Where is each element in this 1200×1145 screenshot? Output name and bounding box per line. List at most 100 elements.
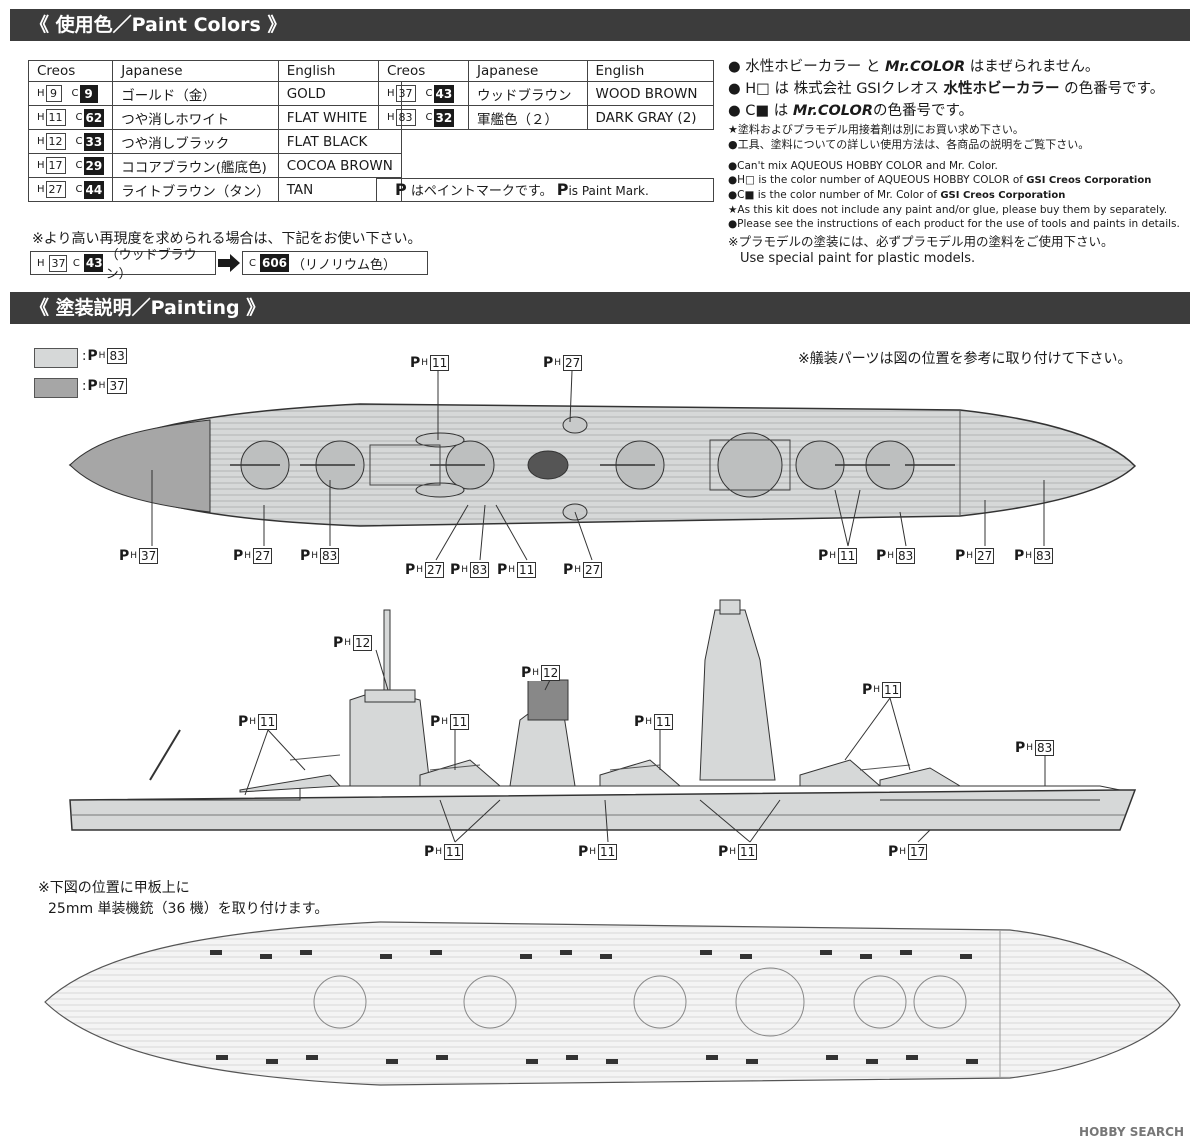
- ship-aa-plan-view: [44, 921, 1181, 1086]
- note-h-number-en: ●H□ is the color number of AQUEOUS HOBBY…: [728, 174, 1152, 186]
- note-mixing: ● 水性ホビーカラー と Mr.COLOR はまぜられません。: [728, 59, 1100, 75]
- swatch-mid-gray: [34, 378, 78, 398]
- japanese-name: ゴールド（金）: [112, 81, 279, 106]
- aa-gun-mark: [600, 954, 612, 959]
- aa-gun-mark: [866, 1059, 878, 1064]
- english-name: DARK GRAY (2): [586, 105, 714, 130]
- header-english: English: [277, 60, 402, 82]
- aa-gun-mark: [606, 1059, 618, 1064]
- aa-gun-mark: [210, 950, 222, 955]
- aa-gun-mark: [746, 1059, 758, 1064]
- aa-gun-mark: [966, 1059, 978, 1064]
- aa-gun-mark: [430, 950, 442, 955]
- aa-gun-mark: [826, 1055, 838, 1060]
- aa-gun-note: ※下図の位置に甲板上に 25mm 単装機銃（36 機）を取り付けます。: [38, 878, 328, 920]
- note-instructions-jp: ●工具、塗料についての詳しい使用方法は、各商品の説明をご覧下さい。: [728, 138, 1090, 151]
- swatch-light-gray: [34, 348, 78, 368]
- paint-notes: ● 水性ホビーカラー と Mr.COLOR はまぜられません。 ● H□ は 株…: [728, 56, 1188, 267]
- english-name: COCOA BROWN: [277, 153, 402, 178]
- aa-gun-mark: [906, 1055, 918, 1060]
- aa-gun-note-line1: ※下図の位置に甲板上に: [38, 880, 190, 896]
- header-creos: Creos: [378, 60, 469, 82]
- header-japanese: Japanese: [468, 60, 588, 82]
- note-buy-separately-en: ★As this kit does not include any paint …: [728, 204, 1168, 216]
- aa-gun-mark: [300, 950, 312, 955]
- aa-gun-mark: [260, 954, 272, 959]
- aa-gun-mark: [380, 954, 392, 959]
- aa-gun-mark: [560, 950, 572, 955]
- aa-gun-mark: [820, 950, 832, 955]
- side-view-leaders: [244, 649, 1046, 843]
- note-plastic-paint-en: Use special paint for plastic models.: [740, 251, 976, 266]
- note-c-number-en: ●C■ is the color number of Mr. Color of …: [728, 189, 1066, 201]
- header-creos: Creos: [27, 60, 114, 82]
- japanese-name: つや消しブラック: [112, 129, 279, 154]
- aa-gun-mark: [700, 950, 712, 955]
- section-header-paint-colors: 《 使用色／Paint Colors 》: [10, 9, 1190, 41]
- aa-gun-mark: [566, 1055, 578, 1060]
- reproduction-note: ※より高い再現度を求められる場合は、下記をお使い下さい。: [32, 231, 422, 247]
- aa-gun-mark: [386, 1059, 398, 1064]
- note-mixing-en: ●Can't mix AQUEOUS HOBBY COLOR and Mr. C…: [728, 160, 998, 172]
- note-c-number: ● C■ は Mr.COLORの色番号です。: [728, 103, 974, 119]
- aa-gun-mark: [706, 1055, 718, 1060]
- aa-gun-mark: [436, 1055, 448, 1060]
- aa-gun-mark: [526, 1059, 538, 1064]
- aa-gun-mark: [900, 950, 912, 955]
- section-header-painting: 《 塗装説明／Painting 》: [10, 292, 1190, 324]
- english-name: TAN: [277, 177, 402, 202]
- fitting-note: ※艤装パーツは図の位置を参考に取り付けて下さい。: [798, 351, 1132, 367]
- aa-gun-mark: [860, 954, 872, 959]
- paint-mark-jp: はペイントマークです。: [410, 184, 553, 199]
- aa-gun-mark: [216, 1055, 228, 1060]
- ship-top-view: [68, 403, 1137, 527]
- watermark: HOBBY SEARCH: [1079, 1125, 1184, 1139]
- japanese-name: ライトブラウン（タン）: [112, 177, 279, 202]
- paint-mark-legend: P はペイントマークです。 Pis Paint Mark.: [376, 178, 714, 202]
- paint-mark-en: is Paint Mark.: [568, 184, 649, 198]
- paint-mark-icon: P: [395, 180, 407, 199]
- note-buy-separately-jp: ★塗料およびプラモデル用接着剤は別にお買い求め下さい。: [728, 123, 1024, 136]
- note-plastic-paint-jp: ※プラモデルの塗装には、必ずプラモデル用の塗料をご使用下さい。: [728, 234, 1114, 249]
- ship-side-view: [69, 599, 1137, 831]
- english-name: WOOD BROWN: [586, 81, 714, 106]
- aa-gun-mark: [306, 1055, 318, 1060]
- aa-gun-mark: [960, 954, 972, 959]
- english-name: FLAT BLACK: [277, 129, 402, 154]
- aa-gun-mark: [740, 954, 752, 959]
